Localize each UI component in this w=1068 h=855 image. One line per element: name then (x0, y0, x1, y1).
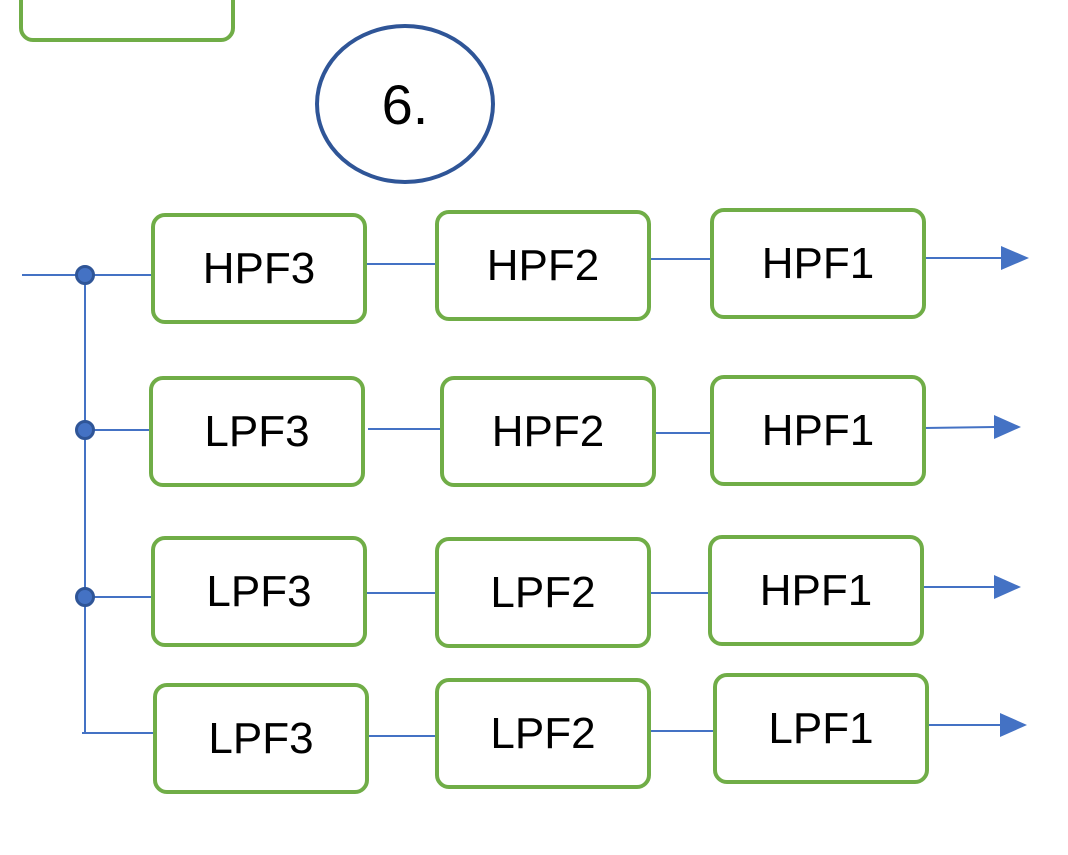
row-1-stage-1-box: HPF1 (710, 208, 926, 319)
row-3-stage-3-box: LPF3 (151, 536, 367, 647)
top-left-filter-box: LPF1 (19, 0, 235, 42)
row-1-stage-3-box: HPF3 (151, 213, 367, 324)
row-2-stage-1-box: HPF1 (710, 375, 926, 486)
row-4-stage-3-label: LPF3 (208, 713, 314, 763)
row-2-stage-3-label: LPF3 (204, 406, 310, 456)
row-4-stage-2-box: LPF2 (435, 678, 651, 789)
row-1-stage-1-label: HPF1 (761, 238, 875, 288)
row-3-stage-3-label: LPF3 (206, 566, 312, 616)
row-4-stage-1-box: LPF1 (713, 673, 929, 784)
row-4-stage-1-label: LPF1 (768, 703, 874, 753)
row-4-stage-3-box: LPF3 (153, 683, 369, 794)
row-3-stage-1-box: HPF1 (708, 535, 924, 646)
junction-node (75, 265, 95, 285)
row-2-output-line (923, 426, 996, 429)
row-2-stage-2-label: HPF2 (491, 406, 605, 456)
row-2-stage-3-box: LPF3 (149, 376, 365, 487)
row-4-stage-2-label: LPF2 (490, 708, 596, 758)
row-1-stage-2-label: HPF2 (486, 240, 600, 290)
step-number-label: 6. (381, 72, 429, 136)
row-2-stage-2-box: HPF2 (440, 376, 656, 487)
row-4-output-arrowhead (1000, 713, 1027, 737)
junction-node (75, 420, 95, 440)
row-3-stage-1-label: HPF1 (759, 565, 873, 615)
junction-node (75, 587, 95, 607)
step-number-marker: 6. (315, 24, 495, 184)
row-2-stage-1-label: HPF1 (761, 405, 875, 455)
row-3-output-arrowhead (994, 575, 1021, 599)
top-left-filter-label: LPF1 (74, 0, 179, 8)
row-1-stage-3-label: HPF3 (202, 243, 316, 293)
row-2-output-arrowhead (994, 415, 1021, 439)
row-1-output-arrowhead (1001, 246, 1029, 270)
row-3-stage-2-label: LPF2 (490, 567, 596, 617)
row-3-stage-2-box: LPF2 (435, 537, 651, 648)
row-1-stage-2-box: HPF2 (435, 210, 651, 321)
